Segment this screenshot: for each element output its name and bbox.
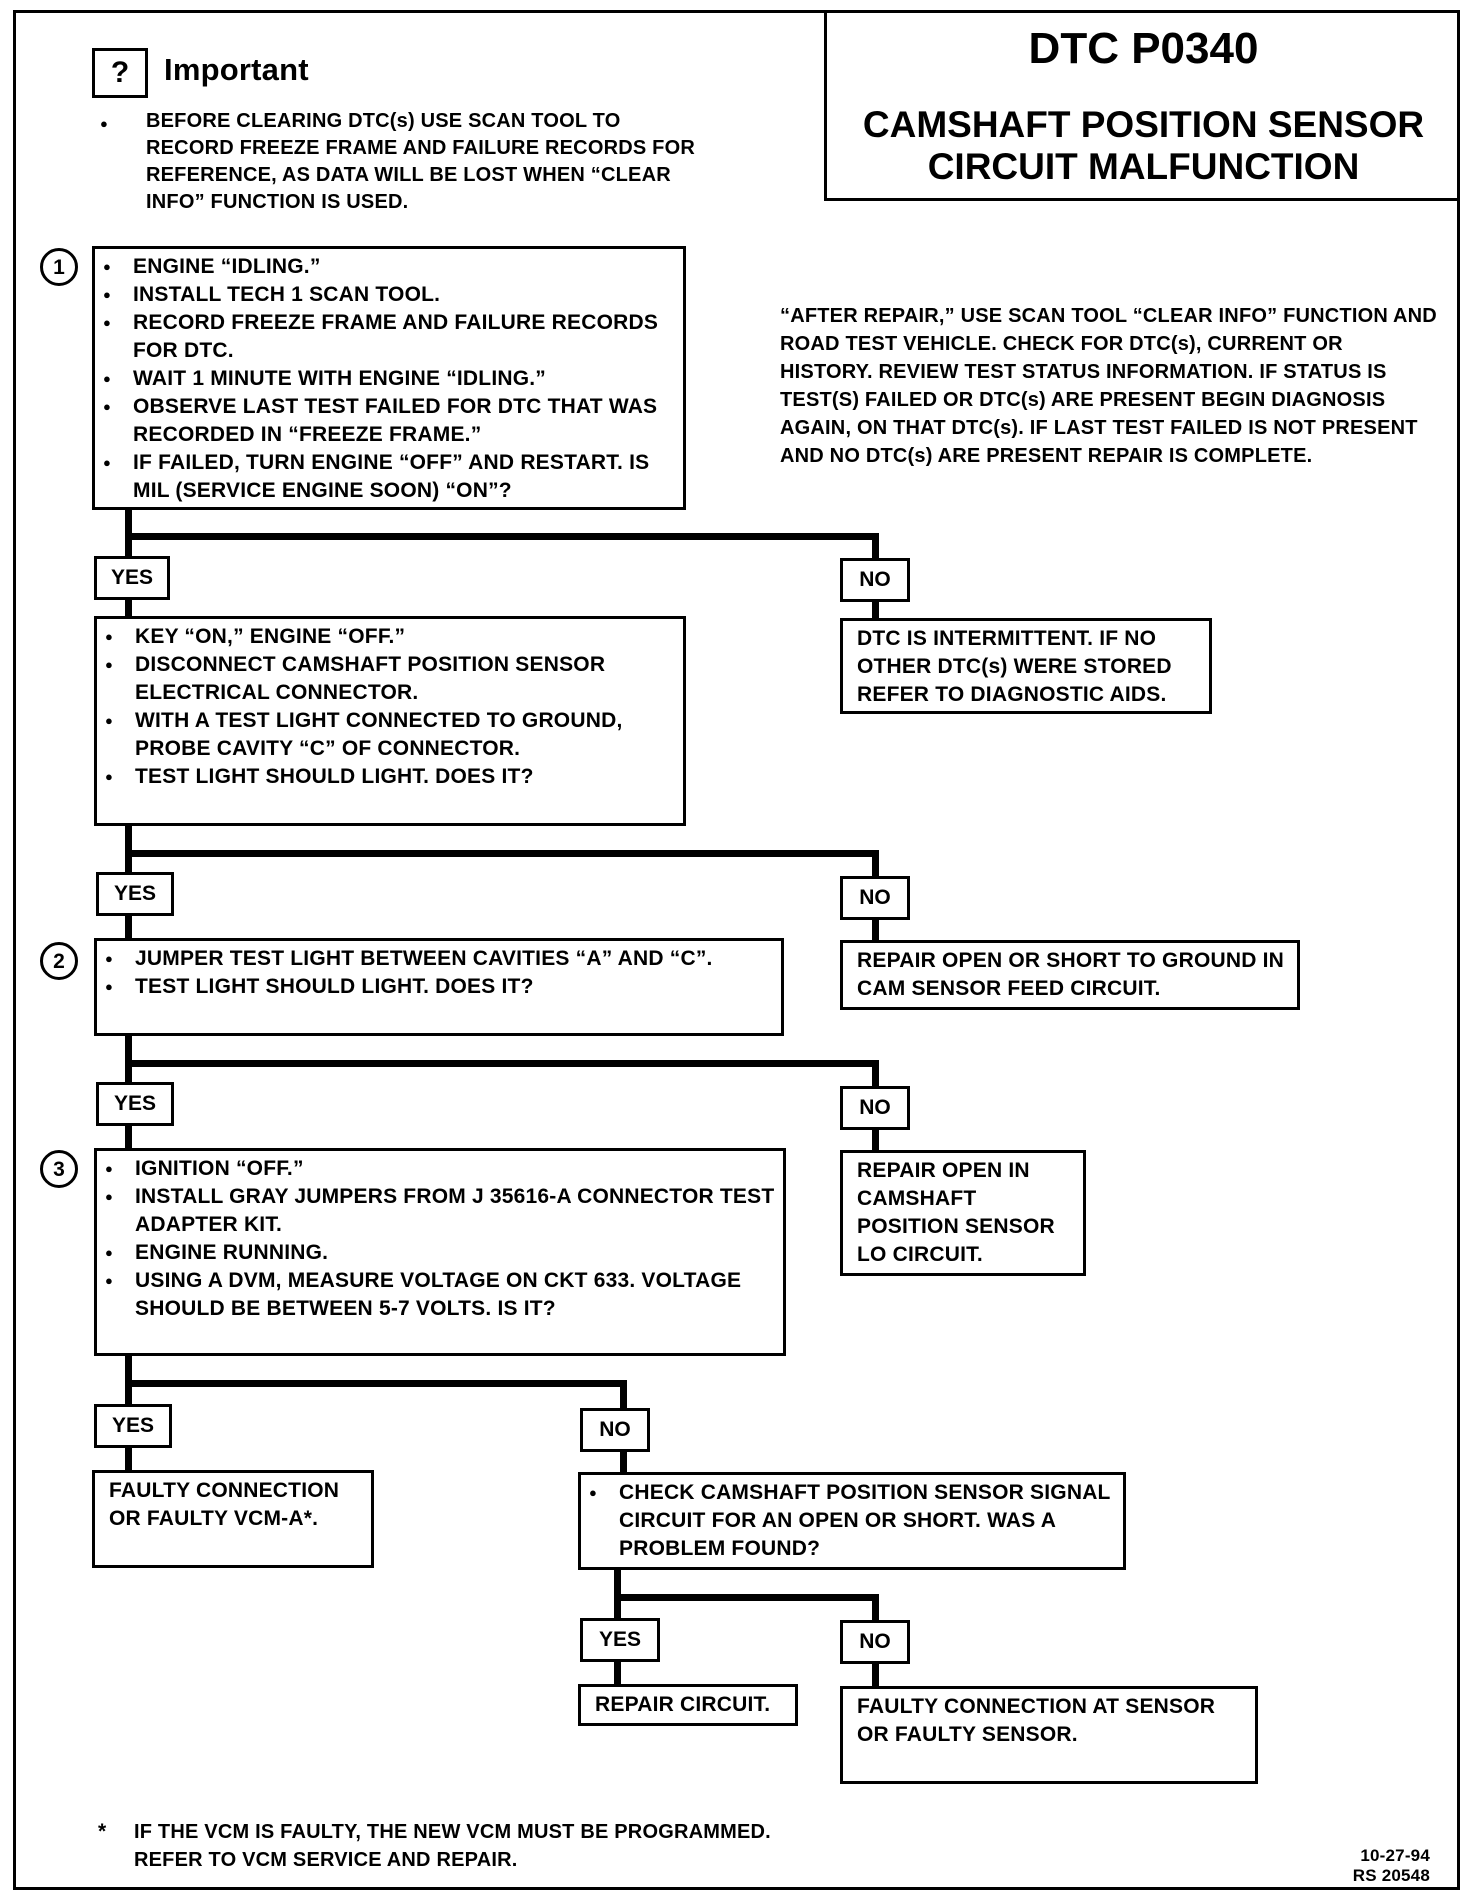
connector-line (125, 1060, 879, 1067)
page-frame (13, 10, 1460, 1890)
check-yes: YES (580, 1618, 660, 1662)
step-3-yes-result-text: FAULTY CONNECTION OR FAULTY VCM-A*. (109, 1479, 340, 1530)
connector-line (614, 1662, 621, 1686)
connector-line (614, 1594, 879, 1601)
exclamation-icon: ? (110, 56, 130, 89)
doc-ref: RS 20548 (1352, 1866, 1430, 1885)
key-on-item: WITH A TEST LIGHT CONNECTED TO GROUND, P… (97, 707, 683, 763)
check-no: NO (840, 1620, 910, 1664)
connector-line (872, 602, 879, 620)
connector-line (872, 1130, 879, 1154)
doc-date: 10-27-94 (1360, 1846, 1430, 1865)
connector-line (125, 600, 132, 616)
key-on-no-result-text: REPAIR OPEN OR SHORT TO GROUND IN CAM SE… (857, 949, 1285, 1000)
key-on-item: KEY “ON,” ENGINE “OFF.” (97, 623, 683, 651)
check-yes-result: REPAIR CIRCUIT. (578, 1684, 798, 1726)
footnote-marker: * (98, 1820, 107, 1843)
check-signal-box: CHECK CAMSHAFT POSITION SENSOR SIGNAL CI… (578, 1472, 1126, 1570)
step-2-marker: 2 (40, 942, 78, 980)
step-3-item: USING A DVM, MEASURE VOLTAGE ON CKT 633.… (97, 1267, 783, 1323)
key-on-no: NO (840, 876, 910, 920)
step-1-item: WAIT 1 MINUTE WITH ENGINE “IDLING.” (95, 365, 683, 393)
step-2-box: JUMPER TEST LIGHT BETWEEN CAVITIES “A” A… (94, 938, 784, 1036)
step-3-item: ENGINE RUNNING. (97, 1239, 783, 1267)
connector-line (125, 533, 879, 540)
connector-line (125, 1380, 627, 1387)
step-2-item: TEST LIGHT SHOULD LIGHT. DOES IT? (97, 973, 781, 1001)
step-3-no: NO (580, 1408, 650, 1452)
title-line-2: CIRCUIT MALFUNCTION (927, 146, 1360, 187)
connector-line (872, 1664, 879, 1688)
step-3-yes: YES (94, 1404, 172, 1448)
footnote-text: IF THE VCM IS FAULTY, THE NEW VCM MUST B… (134, 1821, 771, 1871)
connector-line (125, 1448, 132, 1472)
key-on-no-result: REPAIR OPEN OR SHORT TO GROUND IN CAM SE… (840, 940, 1300, 1010)
check-yes-result-text: REPAIR CIRCUIT. (595, 1693, 771, 1716)
connector-line (125, 850, 879, 857)
step-2-no: NO (840, 1086, 910, 1130)
connector-line (872, 1594, 879, 1622)
connector-line (872, 1060, 879, 1088)
connector-line (125, 1126, 132, 1150)
step-2-no-result: REPAIR OPEN IN CAMSHAFT POSITION SENSOR … (840, 1150, 1086, 1276)
step-1-no-result-text: DTC IS INTERMITTENT. IF NO OTHER DTC(s) … (857, 627, 1172, 706)
check-no-result: FAULTY CONNECTION AT SENSOR OR FAULTY SE… (840, 1686, 1258, 1784)
key-on-item: TEST LIGHT SHOULD LIGHT. DOES IT? (97, 763, 683, 791)
step-1-box: ENGINE “IDLING.” INSTALL TECH 1 SCAN TOO… (92, 246, 686, 510)
check-no-result-text: FAULTY CONNECTION AT SENSOR OR FAULTY SE… (857, 1695, 1216, 1746)
step-3-item: INSTALL GRAY JUMPERS FROM J 35616-A CONN… (97, 1183, 783, 1239)
step-1-item: INSTALL TECH 1 SCAN TOOL. (95, 281, 683, 309)
title-line-1: CAMSHAFT POSITION SENSOR (862, 104, 1425, 145)
key-on-yes: YES (96, 872, 174, 916)
step-3-box: IGNITION “OFF.” INSTALL GRAY JUMPERS FRO… (94, 1148, 786, 1356)
step-3-marker: 3 (40, 1150, 78, 1188)
important-heading: Important (164, 52, 309, 87)
connector-line (872, 533, 879, 561)
step-2-no-result-text: REPAIR OPEN IN CAMSHAFT POSITION SENSOR … (857, 1159, 1055, 1266)
connector-line (620, 1452, 627, 1476)
step-1-item: IF FAILED, TURN ENGINE “OFF” AND RESTART… (95, 449, 683, 505)
step-3-yes-result: FAULTY CONNECTION OR FAULTY VCM-A*. (92, 1470, 374, 1568)
connector-line (872, 920, 879, 944)
important-icon: ? (92, 48, 148, 98)
connector-line (125, 916, 132, 938)
dtc-code: DTC P0340 (1028, 24, 1259, 73)
key-on-step-box: KEY “ON,” ENGINE “OFF.” DISCONNECT CAMSH… (94, 616, 686, 826)
important-text: BEFORE CLEARING DTC(s) USE SCAN TOOL TO … (146, 110, 695, 213)
step-1-item: RECORD FREEZE FRAME AND FAILURE RECORDS … (95, 309, 683, 365)
step-1-no: NO (840, 558, 910, 602)
step-1-item: ENGINE “IDLING.” (95, 253, 683, 281)
step-2-yes: YES (96, 1082, 174, 1126)
step-1-yes: YES (94, 556, 170, 600)
after-repair-note: “AFTER REPAIR,” USE SCAN TOOL “CLEAR INF… (780, 305, 1437, 467)
check-signal-item: CHECK CAMSHAFT POSITION SENSOR SIGNAL CI… (581, 1479, 1123, 1563)
step-1-marker: 1 (40, 248, 78, 286)
title-block: DTC P0340 CAMSHAFT POSITION SENSOR CIRCU… (824, 10, 1460, 201)
key-on-item: DISCONNECT CAMSHAFT POSITION SENSOR ELEC… (97, 651, 683, 707)
step-1-no-result: DTC IS INTERMITTENT. IF NO OTHER DTC(s) … (840, 618, 1212, 714)
connector-line (872, 850, 879, 878)
step-2-item: JUMPER TEST LIGHT BETWEEN CAVITIES “A” A… (97, 945, 781, 973)
step-1-item: OBSERVE LAST TEST FAILED FOR DTC THAT WA… (95, 393, 683, 449)
connector-line (620, 1380, 627, 1410)
important-bullet: ● (100, 116, 109, 131)
step-3-item: IGNITION “OFF.” (97, 1155, 783, 1183)
